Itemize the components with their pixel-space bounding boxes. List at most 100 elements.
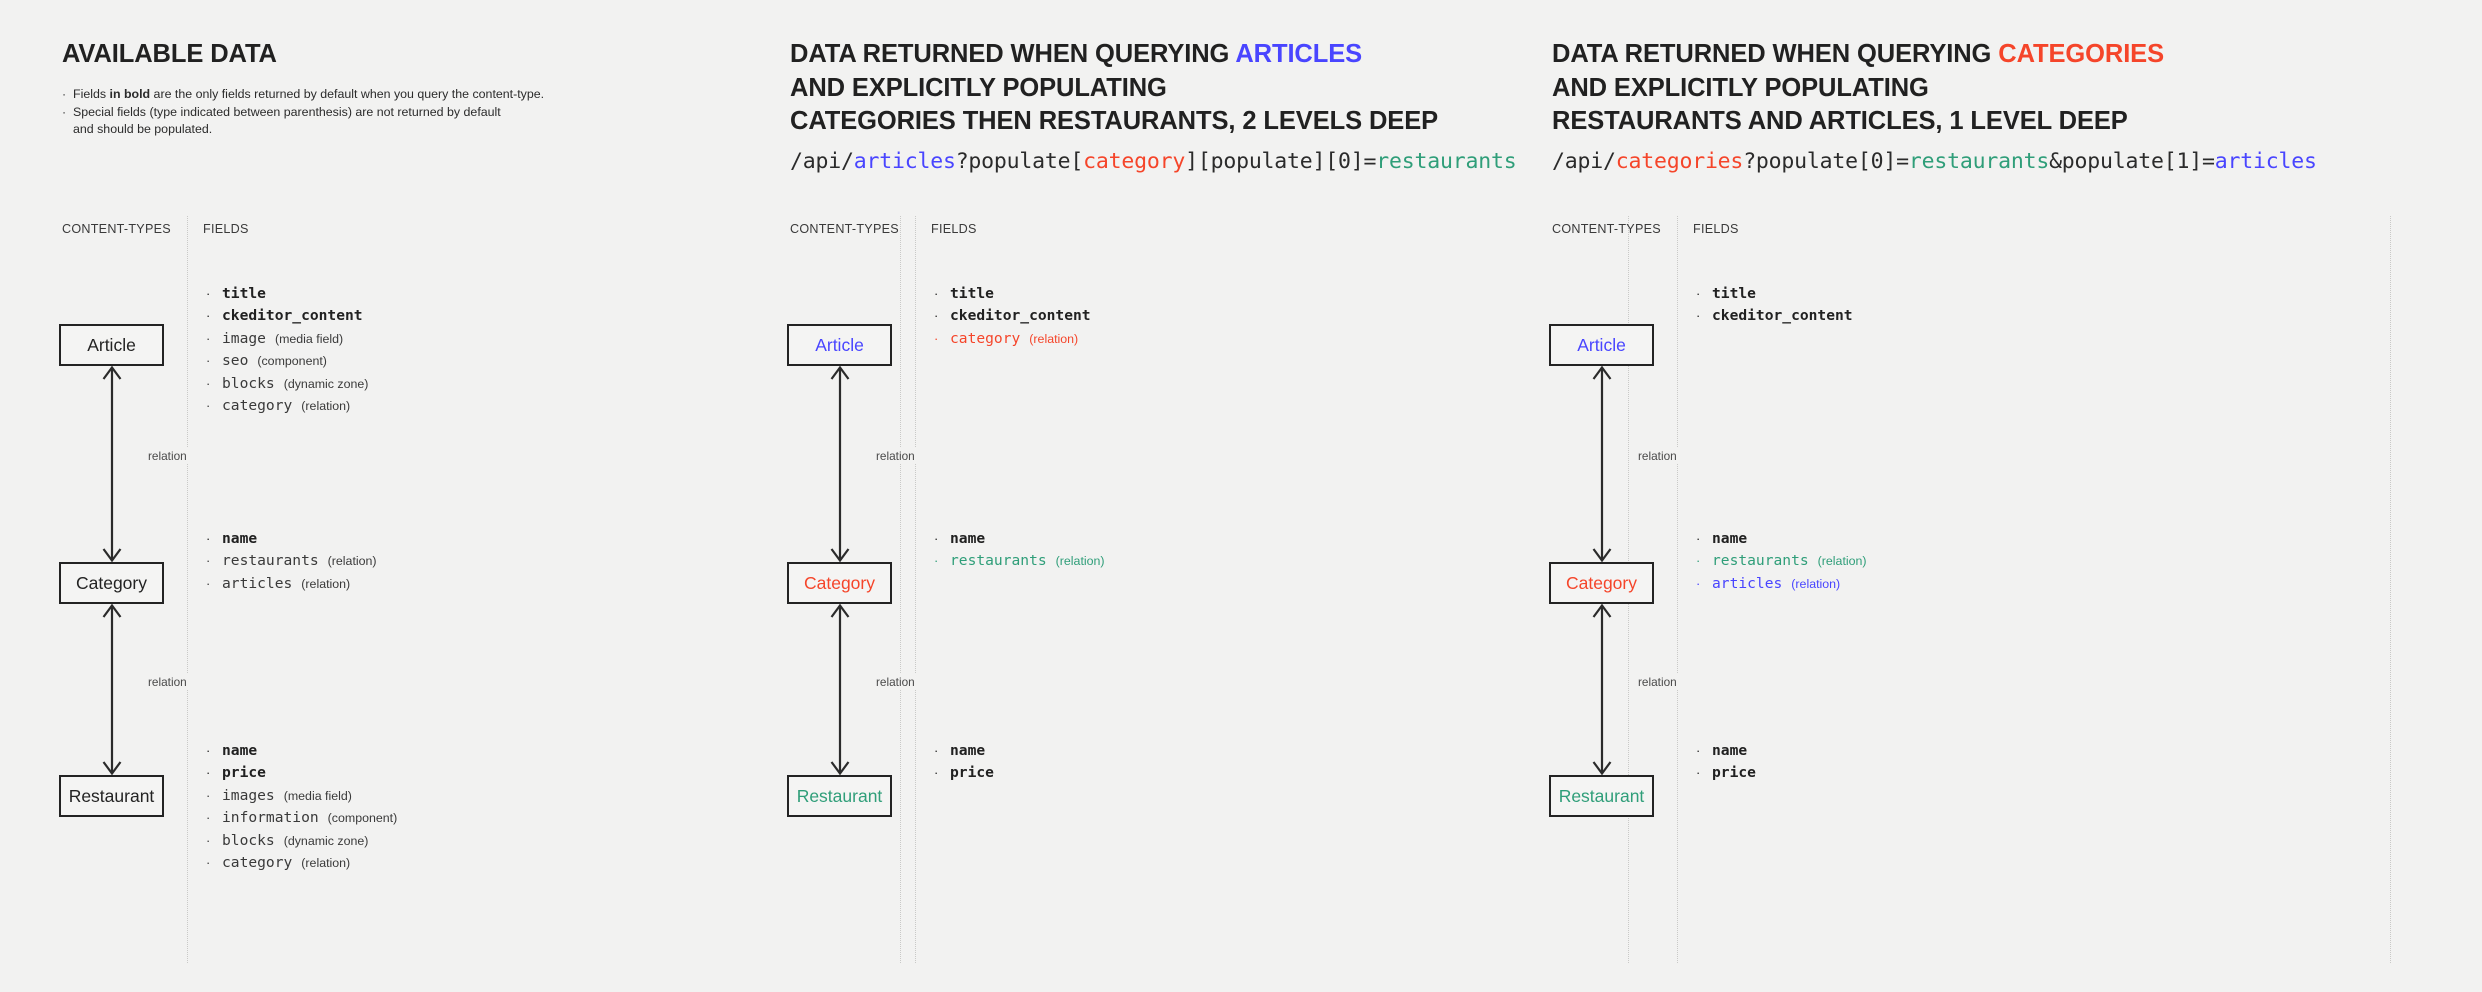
heading-highlight: ARTICLES — [1235, 40, 1363, 68]
api-query-string: /api/categories?populate[0]=restaurants&… — [1552, 149, 2317, 174]
field-name: price — [1712, 764, 1756, 782]
field-item: ·restaurants(relation) — [1696, 550, 2176, 572]
field-item: ·information(component) — [206, 807, 686, 829]
node-article[interactable]: Article — [1549, 324, 1654, 366]
field-item: ·blocks(dynamic zone) — [206, 373, 686, 395]
bullet-dot-icon: · — [1696, 765, 1701, 781]
relation-edge-2: relation — [1585, 604, 1681, 775]
bullet-dot-icon: · — [934, 531, 939, 546]
bullet-dot-icon: · — [206, 397, 211, 413]
field-item: ·restaurants(relation) — [206, 550, 686, 572]
bullet-dot-icon: · — [1696, 308, 1701, 324]
field-name: articles — [222, 574, 293, 592]
api-segment-5: articles — [2214, 149, 2317, 174]
column-divider-left — [915, 216, 916, 963]
node-label: Category — [803, 572, 875, 593]
field-type: (component) — [327, 811, 398, 826]
field-type: (relation) — [1029, 331, 1079, 346]
field-item: ·images(media field) — [206, 785, 686, 807]
field-name: title — [1712, 285, 1756, 302]
field-name: title — [222, 285, 266, 302]
bullet-dot-icon: · — [1696, 286, 1701, 301]
field-name: restaurants — [222, 552, 319, 570]
node-label: Category — [1565, 572, 1637, 593]
field-type: (dynamic zone) — [283, 833, 369, 848]
column-divider-right — [2390, 216, 2391, 963]
api-segment-3: category — [1083, 149, 1186, 174]
bullet-dot-icon: · — [206, 854, 211, 870]
bullet-dot-icon: · — [1696, 575, 1701, 591]
field-name: name — [1712, 530, 1748, 547]
field-item: ·name — [1696, 740, 2176, 762]
field-name: category — [222, 853, 293, 871]
node-category[interactable]: Category — [59, 562, 164, 604]
api-segment-1: articles — [853, 149, 956, 174]
field-name: images — [222, 786, 275, 804]
field-type: (component) — [257, 354, 327, 369]
heading-highlight: CATEGORIES — [1998, 40, 2164, 68]
field-type: (dynamic zone) — [283, 376, 369, 391]
bullet-dot-icon: · — [206, 787, 211, 803]
node-article[interactable]: Article — [59, 324, 164, 366]
bullet-dot-icon: · — [206, 330, 211, 346]
field-item: ·ckeditor_content — [1696, 305, 2176, 327]
bullet-dot-icon: · — [206, 353, 211, 369]
field-type: (relation) — [1055, 554, 1105, 569]
field-name: restaurants — [1712, 552, 1809, 570]
relation-edge-label: relation — [144, 448, 191, 464]
field-name: blocks — [222, 374, 275, 392]
field-name: name — [1712, 742, 1748, 759]
bullet-dot-icon: · — [206, 765, 211, 781]
column-label-content-types: CONTENT-TYPES — [1552, 222, 1661, 236]
field-item: · title — [1696, 283, 2176, 305]
heading-prefix: DATA RETURNED WHEN QUERYING — [790, 40, 1236, 68]
field-item: ·name — [1696, 528, 2176, 550]
intro-text: and should be populated. — [73, 122, 213, 136]
field-list-category: ·name·restaurants(relation)·articles(rel… — [206, 528, 686, 595]
bullet-dot-icon: · — [934, 765, 939, 781]
field-item: ·restaurants(relation) — [934, 550, 1414, 572]
column-label-fields: FIELDS — [203, 222, 249, 236]
node-article[interactable]: Article — [787, 324, 892, 366]
intro-text: Fields in bold are the only fields retur… — [73, 87, 545, 101]
relation-edge-label: relation — [1634, 448, 1681, 464]
panel-available-data: AVAILABLE DATA·Fields in bold are the on… — [0, 0, 901, 992]
relation-edge-1: relation — [1585, 366, 1681, 562]
field-name: seo — [222, 352, 249, 370]
node-restaurant[interactable]: Restaurant — [787, 775, 892, 817]
api-segment-2: ?populate[ — [955, 149, 1084, 174]
node-restaurant[interactable]: Restaurant — [59, 775, 164, 817]
field-item: · price — [1696, 762, 2176, 784]
node-category[interactable]: Category — [1549, 562, 1654, 604]
field-item: ·ckeditor_content — [206, 305, 686, 327]
field-item: ·ckeditor_content — [934, 305, 1414, 327]
field-list-restaurant: ·name · price — [1696, 740, 2176, 785]
field-item: ·category(relation) — [206, 395, 686, 417]
panel-heading: DATA RETURNED WHEN QUERYING ARTICLES AND… — [790, 38, 1438, 139]
field-name: image — [222, 329, 266, 347]
api-segment-5: restaurants — [1376, 149, 1517, 174]
field-name: name — [222, 742, 258, 759]
intro-notes: ·Fields in bold are the only fields retu… — [62, 86, 662, 139]
heading-suffix: AND EXPLICITLY POPULATING CATEGORIES THE… — [790, 73, 1439, 135]
node-category[interactable]: Category — [787, 562, 892, 604]
field-item: ·image(media field) — [206, 328, 686, 350]
node-label: Category — [75, 572, 147, 593]
intro-bullet: ·Fields in bold are the only fields retu… — [62, 86, 662, 104]
panel-query-articles: DATA RETURNED WHEN QUERYING ARTICLES AND… — [728, 0, 1629, 992]
relation-edge-label: relation — [872, 674, 919, 690]
heading-prefix: DATA RETURNED WHEN QUERYING — [1552, 40, 1999, 68]
field-item: ·title — [934, 283, 1414, 305]
field-name: price — [950, 764, 994, 782]
api-segment-2: ?populate[0]= — [1743, 149, 1909, 174]
bullet-dot-icon: · — [206, 286, 211, 301]
panel-heading: AVAILABLE DATA — [62, 38, 277, 72]
field-type: (relation) — [1791, 576, 1841, 591]
field-list-restaurant: ·name·price — [934, 740, 1414, 785]
heading-suffix: AND EXPLICITLY POPULATING RESTAURANTS AN… — [1552, 73, 2128, 135]
node-restaurant[interactable]: Restaurant — [1549, 775, 1654, 817]
field-type: (relation) — [1817, 554, 1867, 569]
field-item: ·category(relation) — [934, 328, 1414, 350]
intro-bullet: and should be populated. — [62, 121, 662, 139]
relation-edge-label: relation — [872, 448, 919, 464]
